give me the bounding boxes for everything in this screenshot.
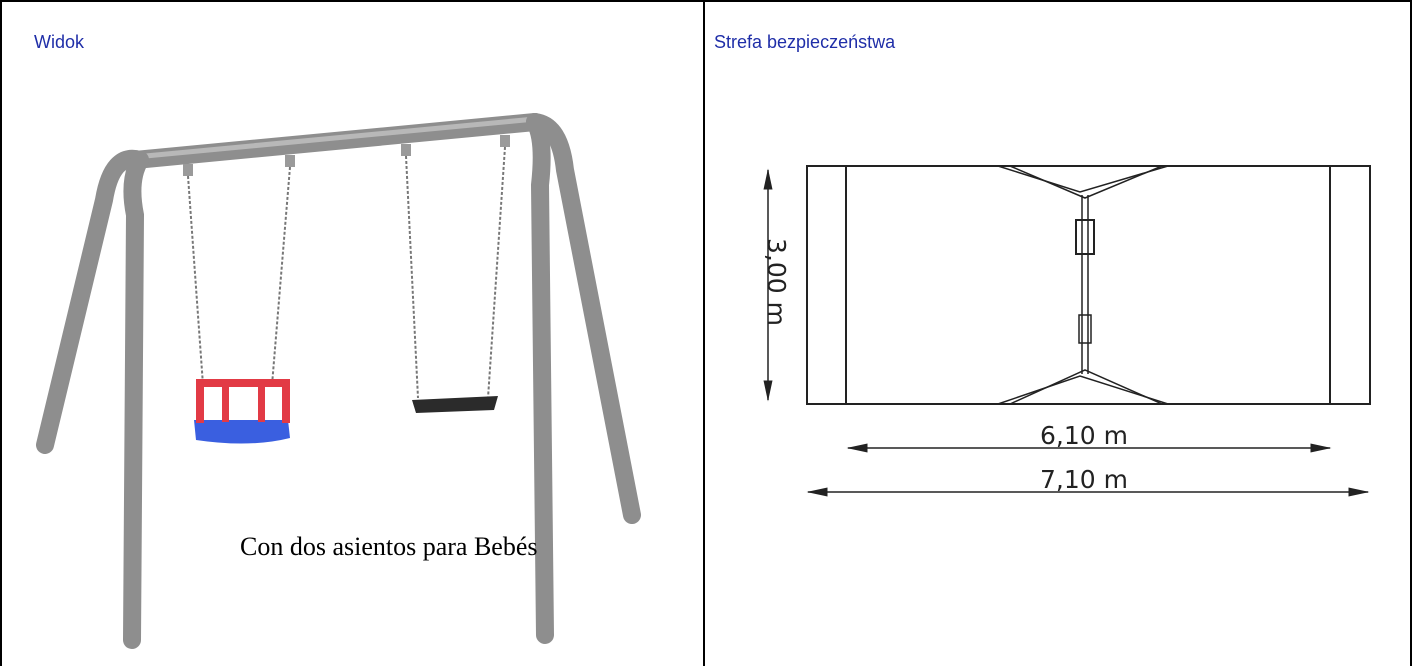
- safety-zone-drawing: [763, 165, 1371, 497]
- view-panel-title: Widok: [34, 32, 85, 52]
- swing-set-image: [36, 113, 641, 649]
- column-divider: [703, 0, 705, 666]
- safety-zone-panel-title: Strefa bezpieczeństwa: [714, 32, 896, 52]
- swing-caption: Con dos asientos para Bebés: [240, 532, 538, 561]
- outer-width-dimension-label: 7,10 m: [1040, 465, 1128, 494]
- height-dimension-label: 3,00 m: [762, 238, 791, 326]
- inner-width-dimension-label: 6,10 m: [1040, 421, 1128, 450]
